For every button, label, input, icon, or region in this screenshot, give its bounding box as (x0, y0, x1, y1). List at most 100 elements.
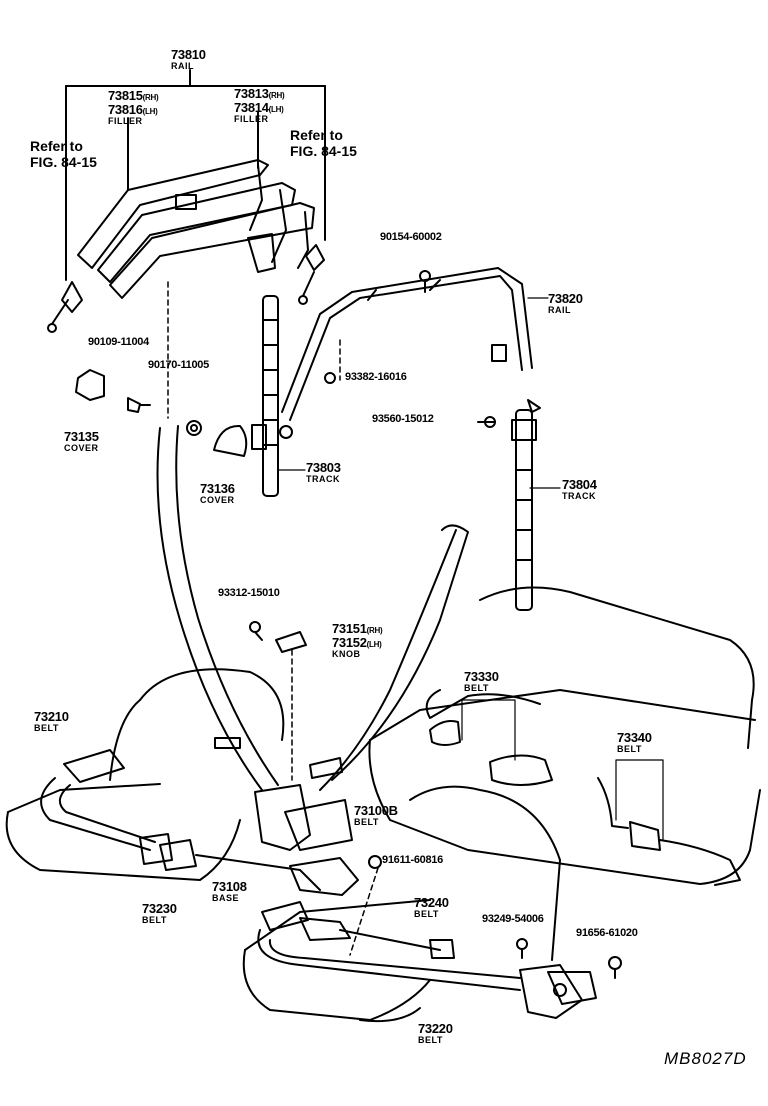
belt-73220 (257, 901, 597, 1019)
part-name: FILLER (234, 114, 269, 124)
track-73804 (511, 409, 537, 611)
ref-line1: Refer to (30, 138, 83, 154)
part-number: 93249-54006 (482, 913, 544, 925)
ref-note-left: Refer to FIG. 84-15 (30, 138, 97, 170)
part-number: 73804 (562, 477, 597, 492)
label-73810: 73810 RAIL (171, 48, 206, 71)
part-name: TRACK (306, 474, 340, 484)
part-name: BELT (464, 683, 489, 693)
bolts (127, 270, 622, 979)
belt-73210 (40, 749, 321, 891)
rail-73820 (279, 267, 541, 439)
label-73803: 73803 TRACK (306, 461, 341, 484)
rail-73810-leader (65, 69, 326, 281)
label-73813: 73813(RH) (234, 86, 285, 101)
part-name: BELT (418, 1035, 443, 1045)
side-tag: (RH) (268, 91, 285, 100)
part-number: 73210 (34, 709, 69, 724)
side-tag: (RH) (366, 626, 383, 635)
label-90109: 90109-11004 (88, 337, 149, 348)
part-number: 90154-60002 (380, 231, 442, 243)
part-number: 90170-11005 (148, 359, 209, 371)
label-73151: 73151(RH) (332, 621, 383, 636)
label-73240: 73240 BELT (414, 896, 449, 919)
label-73815: 73815(RH) (108, 88, 159, 103)
part-name: BASE (212, 893, 240, 903)
part-number: 91656-61020 (576, 927, 638, 939)
side-tag: (RH) (142, 93, 159, 102)
label-73108: 73108 BASE (212, 880, 247, 903)
part-number: 73330 (464, 669, 499, 684)
part-number: 73100B (354, 803, 398, 818)
part-name: BELT (142, 915, 167, 925)
knob-73151 (275, 631, 307, 653)
part-number: 90109-11004 (88, 336, 149, 348)
label-73820: 73820 RAIL (548, 292, 583, 315)
label-73152: 73152(LH) KNOB (332, 635, 382, 659)
part-name: BELT (34, 723, 59, 733)
base-73108 (289, 857, 359, 896)
rear-seat (368, 586, 761, 886)
label-73814: 73814(LH) FILLER (234, 101, 284, 124)
part-number: 91611-60816 (382, 854, 443, 866)
label-91656: 91656-61020 (576, 928, 638, 939)
part-number: 73820 (548, 291, 583, 306)
track-73803 (251, 295, 279, 497)
label-93382: 93382-16016 (345, 372, 407, 383)
part-name: FILLER (108, 116, 143, 126)
left-front-seat (5, 668, 285, 881)
part-name: TRACK (562, 491, 596, 501)
part-name: COVER (64, 443, 99, 453)
part-number: 73220 (418, 1021, 453, 1036)
label-93249: 93249-54006 (482, 914, 544, 925)
right-front-seat (242, 785, 561, 1023)
ref-note-right: Refer to FIG. 84-15 (290, 127, 357, 159)
part-number: 73340 (617, 730, 652, 745)
part-number: 73815 (108, 88, 143, 103)
belt-73100B (156, 425, 469, 851)
diagram-code: MB8027D (664, 1049, 747, 1068)
label-73135: 73135 COVER (64, 430, 99, 453)
upper-rail-assembly (47, 159, 325, 333)
label-91611: 91611-60816 (382, 855, 443, 866)
ref-line1: Refer to (290, 127, 343, 143)
part-number: 93560-15012 (372, 413, 434, 425)
ref-line2: FIG. 84-15 (290, 143, 357, 159)
ref-line2: FIG. 84-15 (30, 154, 97, 170)
label-73230: 73230 BELT (142, 902, 177, 925)
part-name: RAIL (171, 61, 194, 71)
label-73804: 73804 TRACK (562, 478, 597, 501)
label-73816: 73816(LH) FILLER (108, 103, 158, 126)
side-tag: (LH) (142, 107, 158, 116)
part-number: 73230 (142, 901, 177, 916)
label-73136: 73136 COVER (200, 482, 235, 505)
cover-73135 (75, 369, 105, 401)
part-name: COVER (200, 495, 235, 505)
part-number: 73151 (332, 621, 367, 636)
label-93312: 93312-15010 (218, 588, 280, 599)
part-number: 73810 (171, 47, 206, 62)
part-number: 73135 (64, 429, 99, 444)
part-number: 73152 (332, 635, 367, 650)
part-name: BELT (354, 817, 379, 827)
part-name: BELT (617, 744, 642, 754)
part-number: 73813 (234, 86, 269, 101)
part-number: 73240 (414, 895, 449, 910)
side-tag: (LH) (268, 105, 284, 114)
label-73220: 73220 BELT (418, 1022, 453, 1045)
part-number: 73136 (200, 481, 235, 496)
part-name: KNOB (332, 649, 361, 659)
fastener-leaders (167, 281, 379, 956)
label-90154: 90154-60002 (380, 232, 442, 243)
part-number: 73803 (306, 460, 341, 475)
part-number: 93312-15010 (218, 587, 280, 599)
label-73340: 73340 BELT (617, 731, 652, 754)
part-name: RAIL (548, 305, 571, 315)
cover-73136 (213, 424, 248, 457)
side-tag: (LH) (366, 640, 382, 649)
label-93560: 93560-15012 (372, 414, 434, 425)
label-90170: 90170-11005 (148, 360, 209, 371)
part-leaders (277, 297, 664, 841)
